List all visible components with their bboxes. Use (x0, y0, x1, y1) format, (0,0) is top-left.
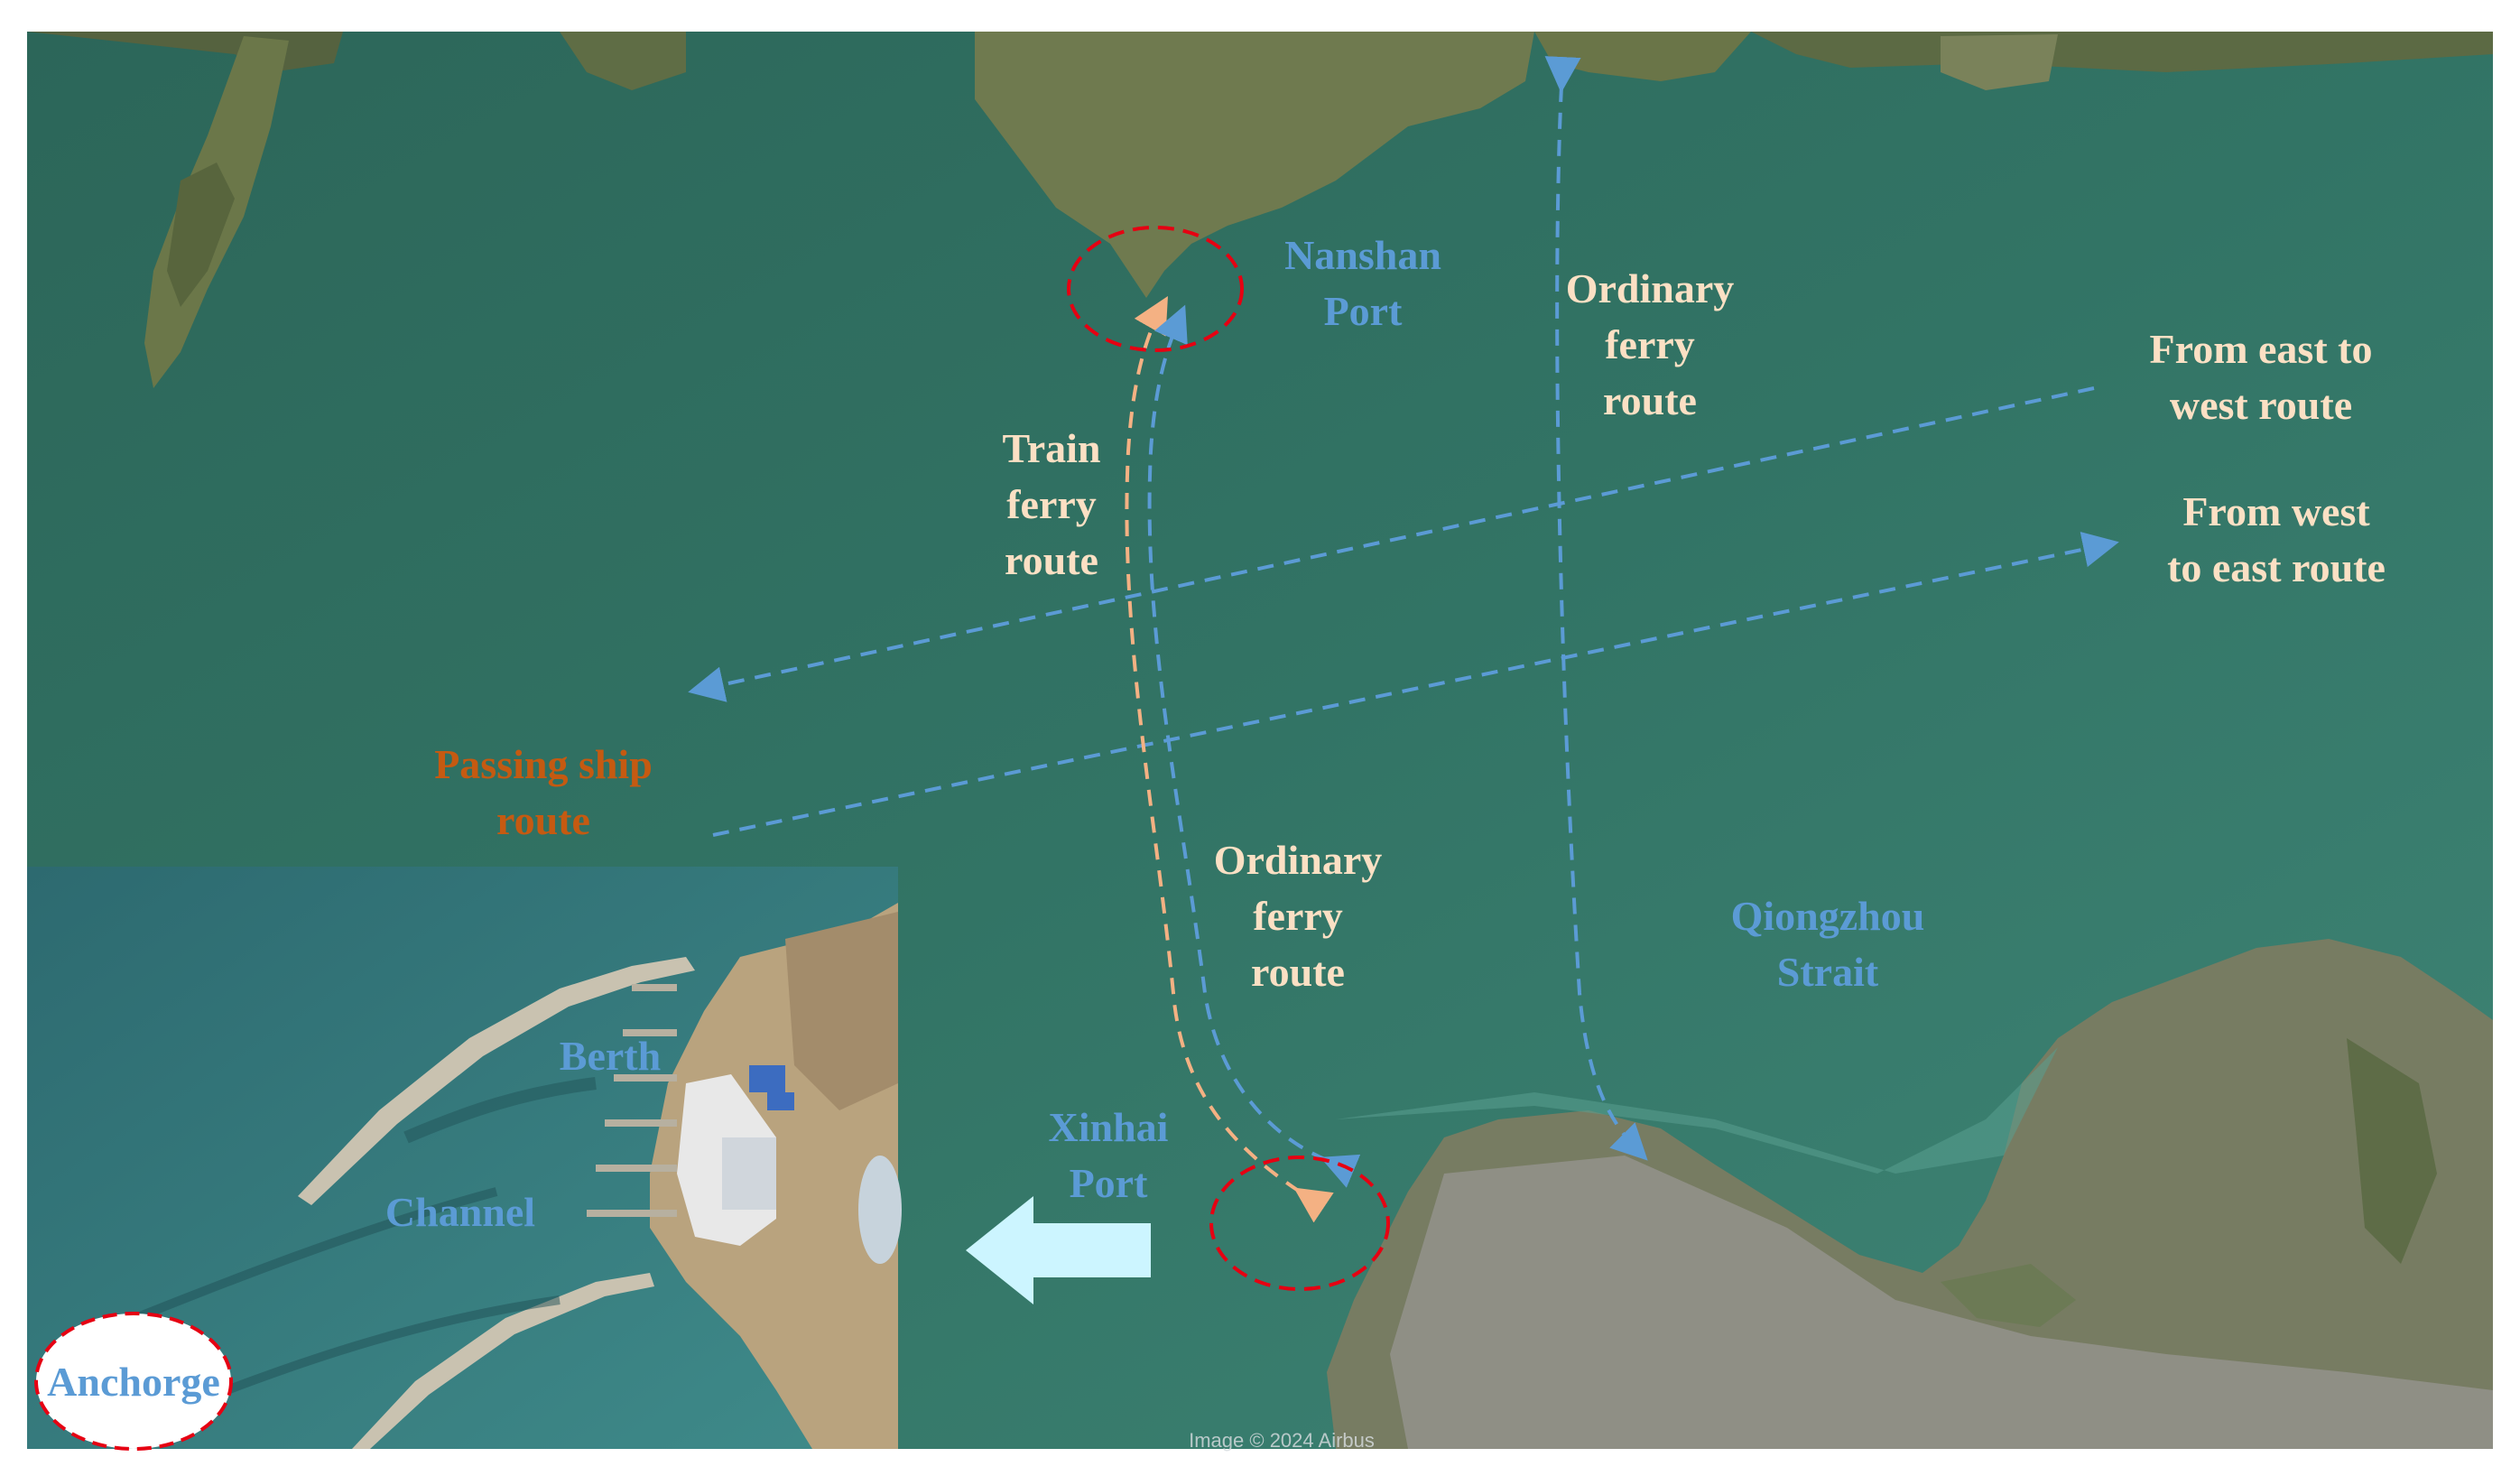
inset-breakwater-south (352, 1273, 654, 1449)
nanshan-port-label-line1: Nanshan (1284, 232, 1441, 278)
northwest-island (144, 36, 289, 388)
ordinary-ferry-north-line3: route (1603, 377, 1697, 423)
train-ferry-route-label: Train ferry route (1002, 425, 1100, 583)
train-ferry-line2: ferry (1006, 481, 1097, 527)
east-to-west-line2: west route (2170, 382, 2352, 428)
port-inset (27, 867, 902, 1451)
left-arrow-icon (966, 1196, 1151, 1304)
ordinary-ferry-north-line1: Ordinary (1566, 265, 1735, 311)
anchorage-marker (34, 1312, 233, 1451)
ordinary-ferry-route-south-line (1147, 304, 1361, 1188)
east-to-west-route-label: From east to west route (2150, 326, 2373, 428)
qiongzhou-strait-label: Qiongzhou Strait (1731, 893, 1925, 995)
xinhai-port-label: Xinhai Port (1049, 1104, 1169, 1206)
train-ferry-line1: Train (1002, 425, 1100, 471)
west-to-east-line2: to east route (2167, 544, 2386, 590)
south-land (1327, 939, 2493, 1449)
inset-berth-label: Berth (560, 1033, 661, 1079)
inset-breakwater-north (298, 957, 695, 1205)
west-to-east-route-label: From west to east route (2167, 488, 2386, 590)
ordinary-ferry-route-north-label: Ordinary ferry route (1566, 265, 1735, 423)
xinhai-port-marker (1209, 1156, 1390, 1291)
ordinary-ferry-south-line3: route (1251, 949, 1345, 995)
ordinary-ferry-north-line2: ferry (1605, 321, 1695, 367)
nanshan-port-label-line2: Port (1324, 288, 1404, 334)
xinhai-port-line2: Port (1070, 1160, 1149, 1206)
ordinary-ferry-route-north-line (1544, 56, 1648, 1161)
imagery-credit: Image © 2024 Airbus (1189, 1429, 1375, 1452)
xinhai-port-line1: Xinhai (1049, 1104, 1169, 1150)
passing-ship-route-label: Passing ship route (434, 741, 653, 843)
inset-anchorage-label: Anchorge (47, 1359, 220, 1405)
west-to-east-route-line (712, 531, 2119, 837)
east-to-west-route-line (688, 386, 2095, 702)
nanshan-port-marker (1067, 226, 1244, 352)
qiongzhou-strait-line1: Qiongzhou (1731, 893, 1925, 939)
passing-ship-line2: route (496, 797, 590, 843)
ordinary-ferry-south-line1: Ordinary (1214, 837, 1383, 883)
passing-ship-line1: Passing ship (434, 741, 653, 787)
ordinary-ferry-route-south-label: Ordinary ferry route (1214, 837, 1383, 995)
east-to-west-line1: From east to (2150, 326, 2373, 372)
west-to-east-line1: From west (2182, 488, 2370, 534)
inset-channel-label: Channel (385, 1189, 535, 1235)
nanshan-port-label: Nanshan Port (1284, 232, 1441, 334)
qiongzhou-strait-line2: Strait (1777, 949, 1879, 995)
ordinary-ferry-south-line2: ferry (1253, 893, 1343, 939)
train-ferry-line3: route (1005, 537, 1098, 583)
